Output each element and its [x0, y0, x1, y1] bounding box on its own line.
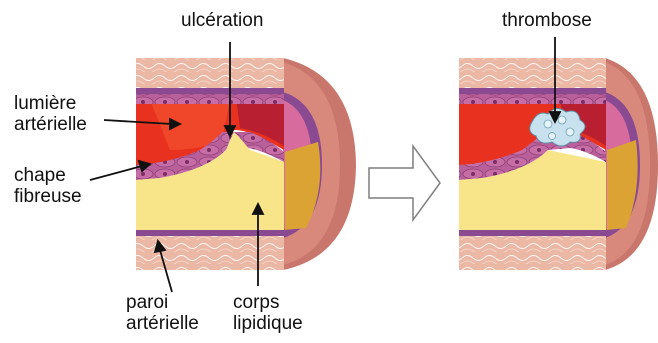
label-corps-line2: lipidique [233, 313, 303, 334]
label-paroi-line2: artérielle [126, 313, 199, 334]
label-paroi-line1: paroi [126, 292, 199, 313]
label-thrombose: thrombose [502, 10, 592, 31]
label-lumiere-line2: artérielle [14, 114, 87, 135]
label-corps-lipidique: corps lipidique [233, 292, 303, 334]
label-chape-line2: fibreuse [14, 186, 82, 207]
pointer-chape [90, 166, 142, 180]
label-corps-line1: corps [233, 292, 303, 313]
artery-right [459, 58, 658, 270]
right-arrow-icon [369, 146, 440, 220]
artery-left [136, 58, 356, 270]
arterial-wall-top [136, 58, 284, 92]
label-chape-fibreuse: chape fibreuse [14, 165, 82, 207]
label-lumiere-line1: lumière [14, 93, 87, 114]
label-ulceration: ulcération [181, 10, 263, 31]
label-lumiere-arterielle: lumière artérielle [14, 93, 87, 135]
label-paroi-arterielle: paroi artérielle [126, 292, 199, 334]
label-thrombose-text: thrombose [502, 10, 592, 31]
label-ulceration-text: ulcération [181, 10, 263, 31]
label-chape-line1: chape [14, 165, 82, 186]
